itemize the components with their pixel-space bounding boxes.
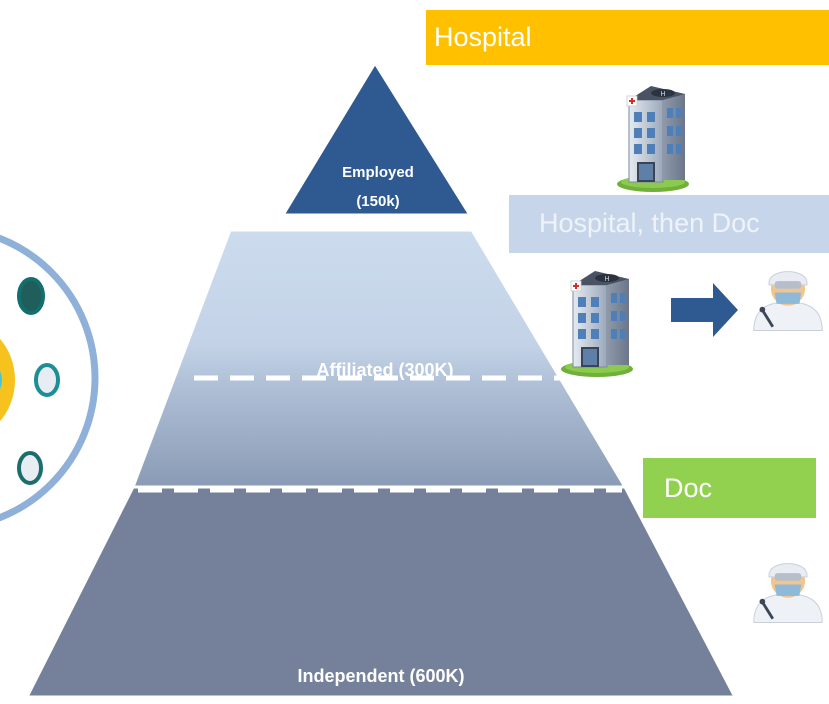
employed-count-label: (150k) — [356, 193, 399, 210]
ring-node — [34, 363, 60, 397]
ring-core-dot — [0, 370, 2, 390]
network-ring-graphic — [0, 234, 99, 522]
ring-node — [17, 451, 43, 485]
doctor-icon — [752, 270, 824, 332]
doc-legend-label: Doc — [643, 458, 816, 518]
ring-node — [17, 277, 45, 315]
ring-core — [0, 338, 15, 422]
tier-affiliated — [130, 228, 628, 489]
ring-outline — [0, 234, 99, 522]
employed-label: Employed — [342, 164, 414, 181]
hospital-building-icon — [616, 85, 690, 193]
hospital-legend-label: Hospital — [426, 10, 829, 65]
hospital-then-doc-legend-label: Hospital, then Doc — [509, 195, 829, 253]
independent-label: Independent (600K) — [297, 666, 464, 686]
affiliated-label: Affiliated (300K) — [316, 360, 453, 380]
pyramid: Employed (150k) Affiliated (300K) Indepe… — [24, 60, 738, 699]
tier-employed — [280, 60, 473, 217]
hospital-building-icon — [560, 270, 634, 378]
right-arrow-icon — [671, 283, 738, 337]
doctor-icon — [752, 562, 824, 624]
